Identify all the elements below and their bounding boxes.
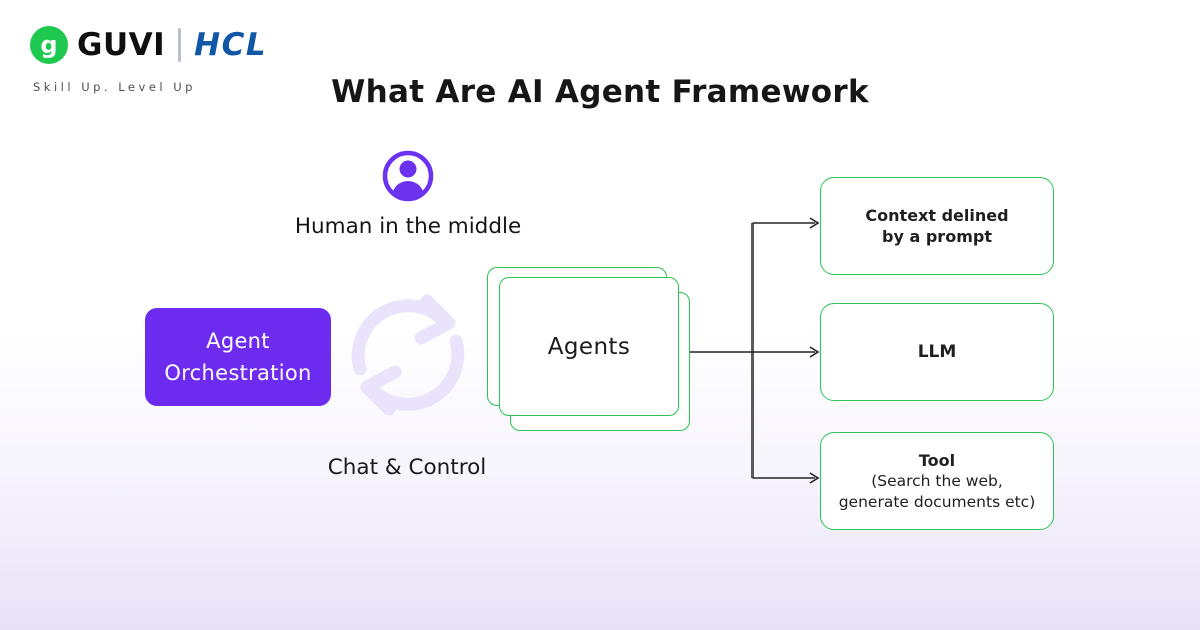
guvi-wordmark: GUVI <box>77 27 166 63</box>
llm-label: LLM <box>917 341 957 362</box>
tool-line2: generate documents etc) <box>838 492 1036 511</box>
llm-box: LLM <box>820 303 1054 401</box>
agents-box: Agents <box>499 277 679 416</box>
brand-logo: g GUVI HCL <box>30 26 267 64</box>
context-line2: by a prompt <box>882 227 992 246</box>
page-title: What Are AI Agent Framework <box>331 74 869 110</box>
context-box: Context delined by a prompt <box>820 177 1054 275</box>
sync-cycle-icon <box>351 294 465 416</box>
tool-box: Tool (Search the web, generate documents… <box>820 432 1054 530</box>
guvi-logo-icon: g <box>30 26 68 64</box>
agent-orchestration-box: Agent Orchestration <box>145 308 331 406</box>
agents-card-stack: Agents <box>487 267 691 431</box>
hcl-wordmark: HCL <box>194 27 268 63</box>
chat-control-label: Chat & Control <box>327 455 487 480</box>
orchestration-line1: Agent <box>206 329 270 353</box>
tool-title: Tool <box>918 450 956 470</box>
human-in-middle-label: Human in the middle <box>294 214 522 239</box>
arrowheads <box>809 217 820 484</box>
person-icon <box>382 150 434 202</box>
brand-tagline: Skill Up. Level Up <box>33 80 196 94</box>
context-line1: Context delined <box>865 206 1009 225</box>
tool-line1: (Search the web, <box>871 471 1003 490</box>
logo-divider <box>178 28 182 62</box>
orchestration-line2: Orchestration <box>164 361 312 385</box>
svg-text:g: g <box>40 31 57 59</box>
